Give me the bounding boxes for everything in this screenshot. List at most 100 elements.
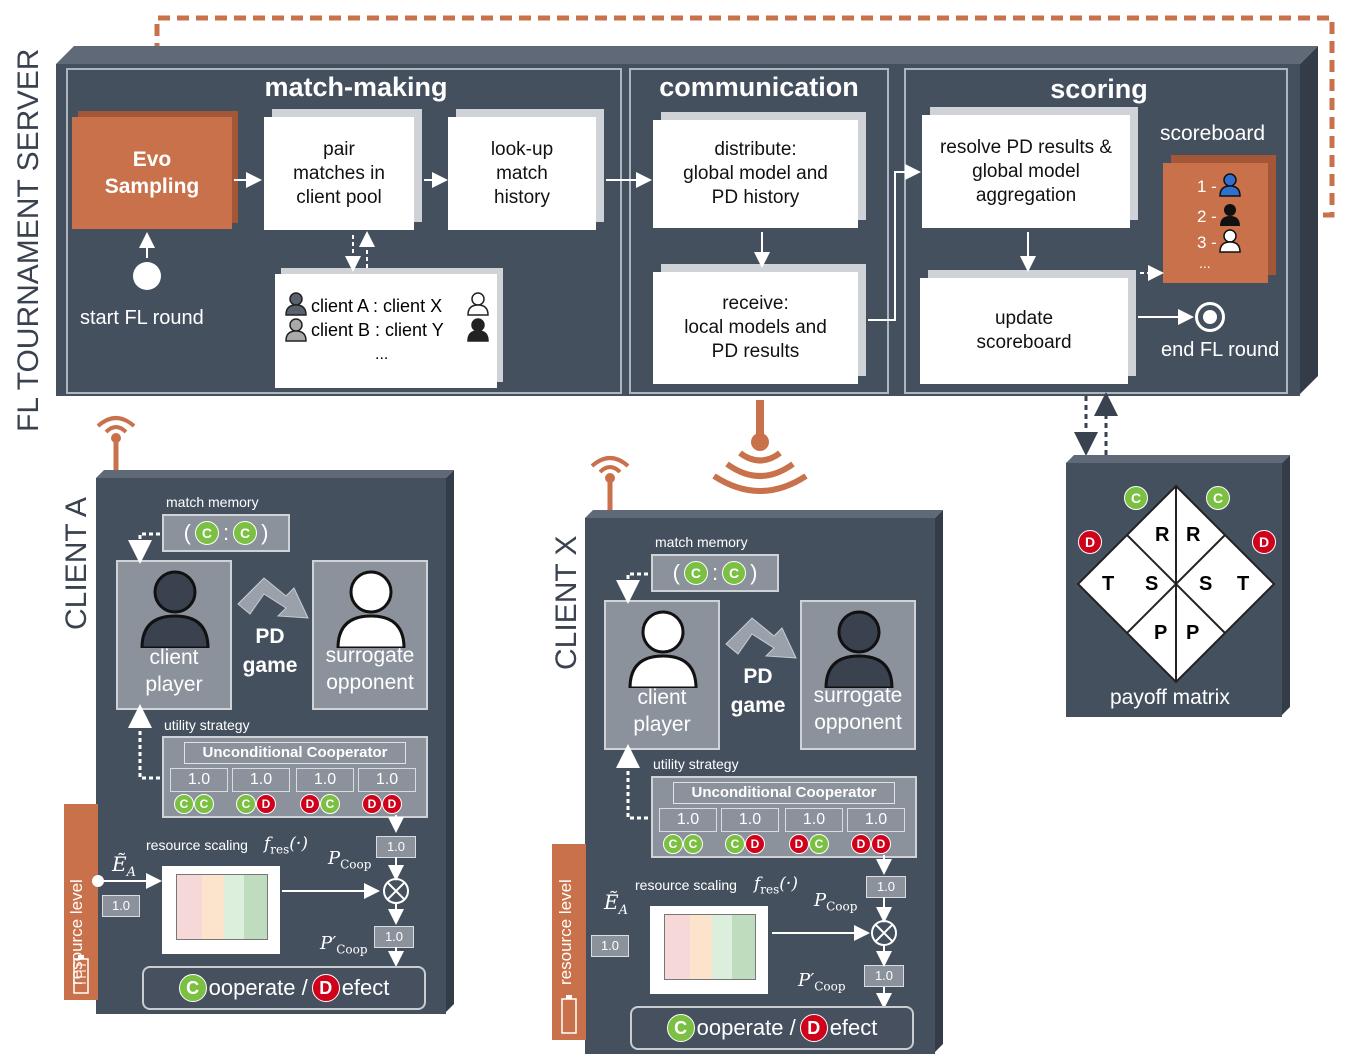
client-a-label: CLIENT A [60,497,93,630]
payoff-r-right: R [1186,524,1201,546]
evo-sampling-box: Evo Sampling [72,117,232,229]
cooperate-icon: C [666,1014,695,1042]
client-x-e-value: 1.0 [591,935,629,957]
client-x-wifi-icon [590,456,630,510]
client-a-match-memory-label: match memory [166,494,259,510]
client-x-match-memory-label: match memory [655,534,748,550]
coop-icon: C [233,521,258,545]
update-scoreboard-box: update scoreboard [920,278,1128,384]
scoreboard-rank-3: 3 - [1197,233,1217,252]
defect-icon: D [311,974,340,1002]
defect-icon: D [300,794,320,814]
colon: : [711,560,719,585]
user-black-icon [467,318,489,342]
client-x-pd-game-label: PD game [730,665,786,717]
client-a-pd-game-label: PD game [242,625,298,677]
client-x-surrogate-box: surrogate opponent [800,600,916,750]
client-a-wifi-icon [96,416,136,470]
client-x-value-cd: 1.0 [721,808,779,832]
client-a-e-value: 1.0 [102,895,140,917]
coop-icon: C [722,561,747,585]
client-a-flow-arrows [92,815,409,967]
coop-icon: C [194,794,214,814]
curved-arrow-icon [237,577,309,619]
scoreboard-more: ... [1199,255,1211,271]
lookup-history-box: look-up match history [448,117,596,230]
coop-icon: C [236,794,256,814]
client-a-p-value: 1.0 [376,836,416,858]
cooperate-icon: C [178,974,207,1002]
client-x-decision: C ooperate / D efect [630,1006,914,1050]
section-scoring-title: scoring [1050,74,1148,104]
user-dark-icon [824,610,894,688]
payoff-s-right: S [1199,573,1213,595]
client-a-resource-bar [64,804,98,1000]
pair-matches-box: pair matches in client pool [264,117,414,230]
defect-icon: D [851,834,871,854]
client-a-value-dd: 1.0 [358,768,416,792]
client-x-player-box: client player [604,600,720,750]
payoff-p-left: P [1154,622,1168,644]
coop-icon: C [663,834,683,854]
client-x-match-memory: (C:C) [651,554,779,592]
client-x-e-symbol: ẼA [604,890,628,918]
client-a-surrogate-box: surrogate opponent [312,560,428,710]
defect-icon: D [799,1014,828,1042]
client-a-p-symbol: PCoop [328,848,372,872]
client-a-pprime-value: 1.0 [374,926,414,948]
defect-icon: D [871,834,891,854]
payoff-title: payoff matrix [1110,686,1230,709]
defect-icon: D [256,794,276,814]
defect-icon: D [362,794,382,814]
coop-icon: C [194,521,219,545]
coop-icon: C [683,834,703,854]
scoreboard-title: scoreboard [1160,122,1266,145]
user-dark-icon [285,292,307,316]
user-black-icon [1220,204,1240,226]
payoff-d-left: D [1078,530,1102,554]
cooperate-text: ooperate / [208,975,308,1000]
client-a-value-cd: 1.0 [232,768,290,792]
client-a-resource-scaling-label: resource scaling [146,837,248,853]
defect-icon: D [789,834,809,854]
client-a-utility-label: utility strategy [164,717,250,733]
payoff-t-right: T [1237,573,1250,595]
client-a-utility-box: Unconditional Cooperator 1.0 1.0 1.0 1.0… [162,736,428,818]
client-a-scaling-plot [162,866,280,954]
pool-line-2: client B : client Y [311,320,444,340]
section-matchmaking-title: match-making [264,72,448,102]
user-dark-icon [140,570,210,648]
start-node [133,262,161,290]
client-x-pprime-symbol: P′Coop [798,970,846,994]
payoff-s-left: S [1145,573,1159,595]
coop-icon: C [683,561,708,585]
client-a-value-dc: 1.0 [296,768,354,792]
client-a-surrogate-label: surrogate opponent [325,644,415,694]
battery-icon [561,995,577,1034]
start-label: start FL round [80,307,204,329]
payoff-c-right: C [1206,486,1230,510]
defect-text: efect [829,1015,878,1040]
client-x-p-value: 1.0 [866,876,906,898]
scoreboard-box: 1 - 2 - 3 - ... [1163,163,1268,283]
client-x-value-dd: 1.0 [847,808,905,832]
user-outline-icon [628,610,698,688]
client-a-match-memory: (C:C) [162,514,290,552]
client-x-memory-arrows [616,572,648,820]
client-a-e-symbol: ẼA [112,852,136,880]
client-x-surrogate-label: surrogate opponent [813,684,903,734]
client-x-strategy-name: Unconditional Cooperator [673,782,895,804]
scoreboard-rank-1: 1 - [1197,177,1217,196]
defect-icon: D [382,794,402,814]
broadcast-icon [712,400,808,494]
coop-icon: C [725,834,745,854]
